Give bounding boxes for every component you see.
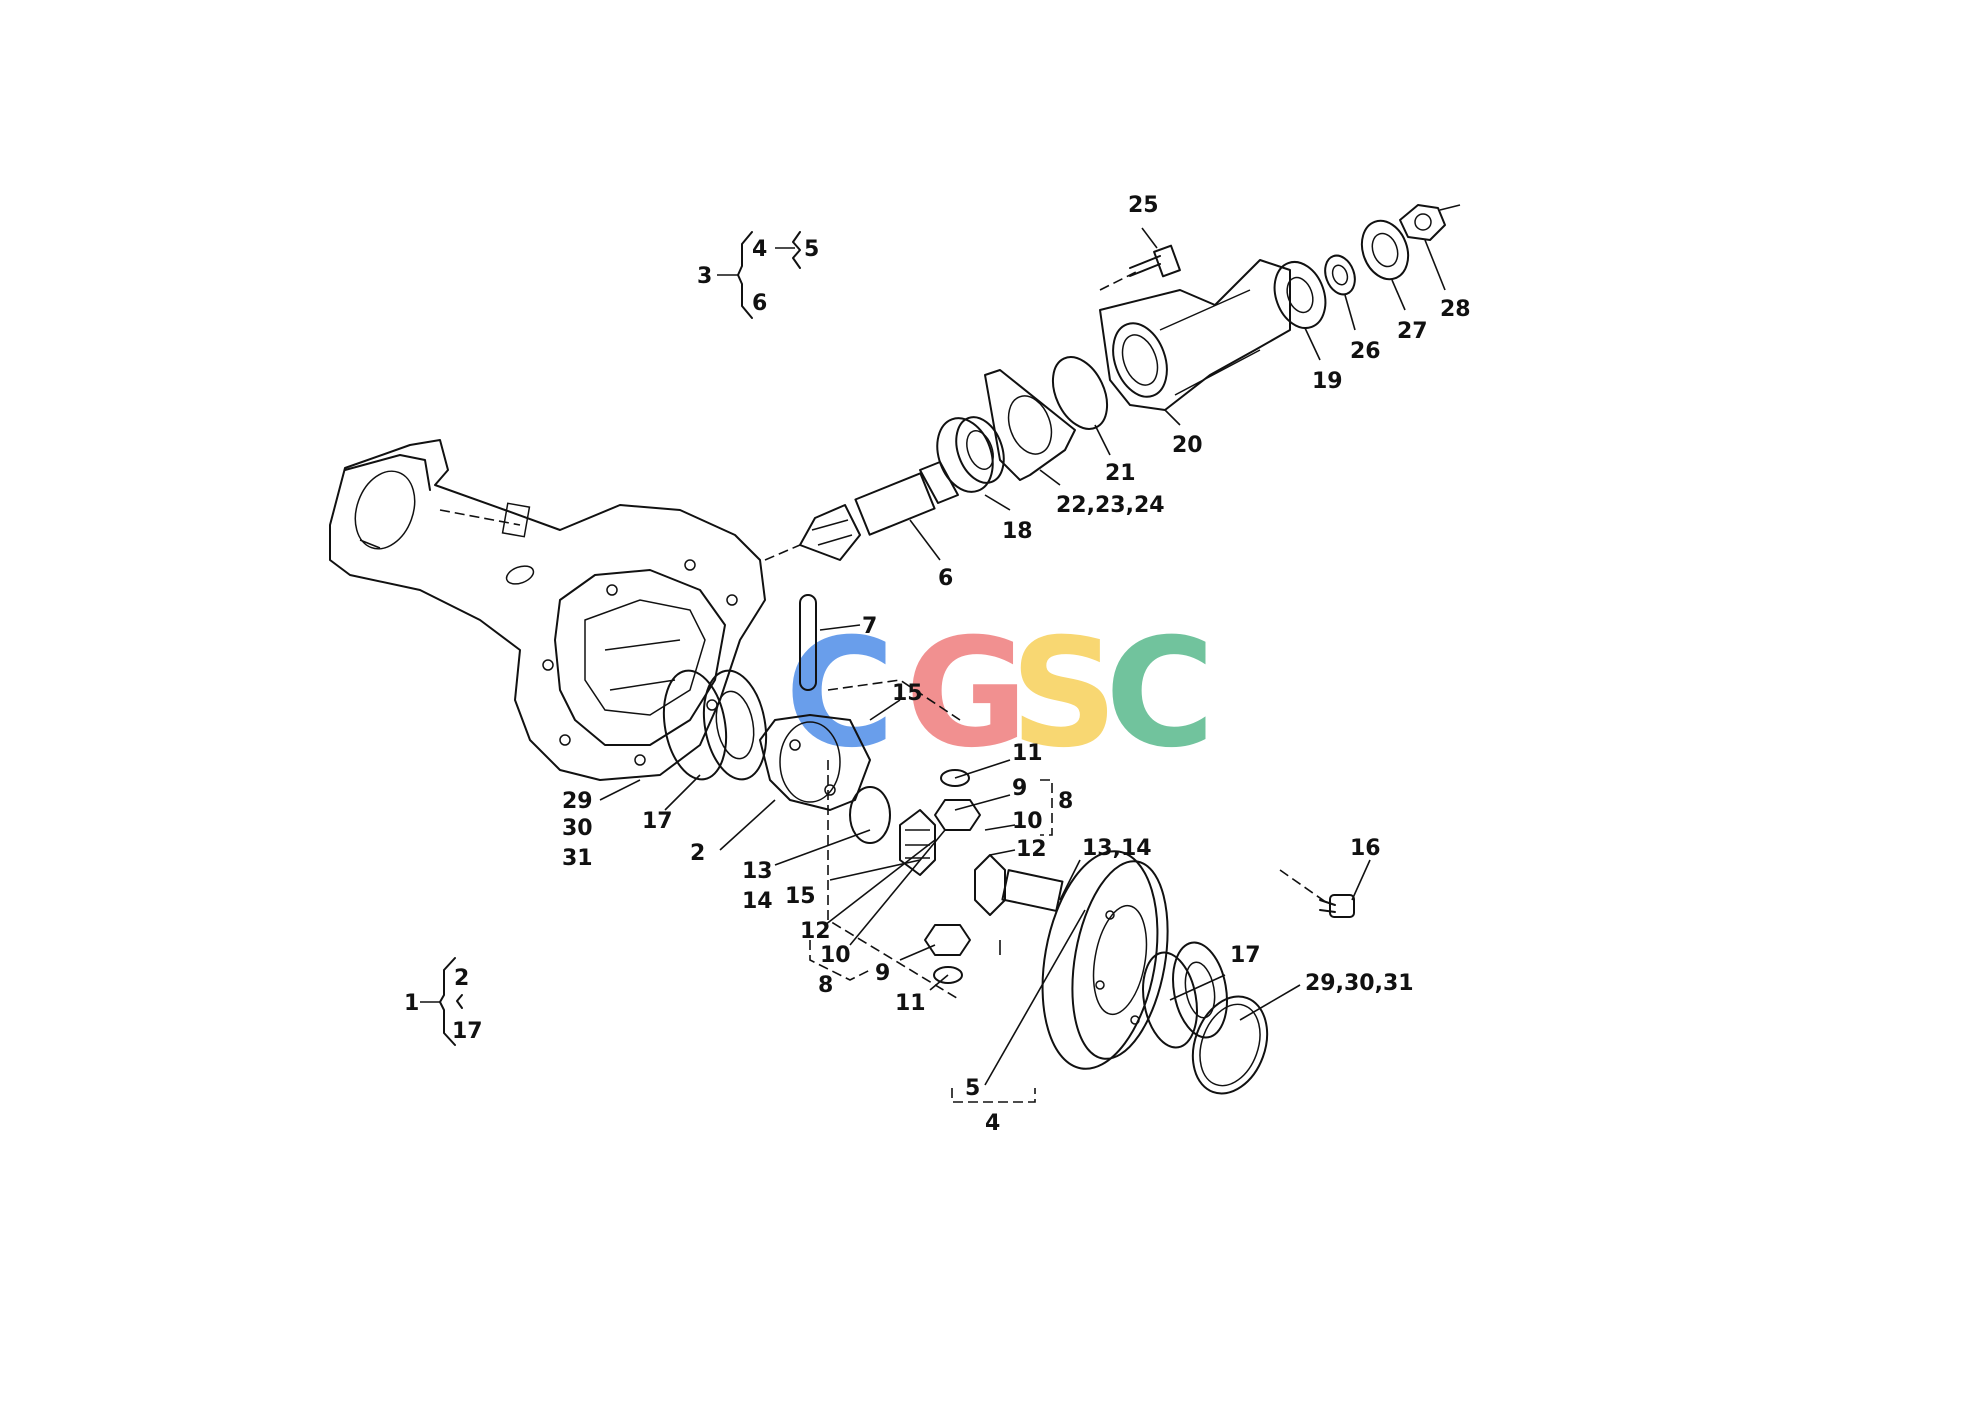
spacer-26-inner xyxy=(1331,264,1349,286)
side-gear-left xyxy=(899,809,936,876)
callout-4-diff: 4 xyxy=(985,1111,1000,1136)
diff-case xyxy=(759,714,871,811)
bearing-housing xyxy=(1099,259,1291,411)
callout-19: 19 xyxy=(1312,369,1343,394)
pinion-shaft xyxy=(799,461,959,561)
callout-6: 6 xyxy=(938,566,953,591)
callout-25: 25 xyxy=(1128,193,1159,218)
pinion-axis-line xyxy=(764,544,801,561)
callout-13-bottom: 13 xyxy=(742,859,773,884)
callout-8-bottom: 8 xyxy=(818,973,833,998)
callout-14-bottom: 14 xyxy=(742,889,773,914)
diff-bearing-right xyxy=(1142,941,1228,1049)
shim-gasket xyxy=(984,369,1076,481)
seal-27 xyxy=(1360,219,1410,281)
callout-17-left: 17 xyxy=(642,809,673,834)
group-brackets xyxy=(809,679,1053,1103)
ring-gear xyxy=(1041,850,1169,1070)
shim-gasket-hole xyxy=(1007,395,1053,455)
callout-9-top: 9 xyxy=(1012,776,1027,801)
housing-bolt-line xyxy=(1099,269,1141,291)
pinion-gear-bottom xyxy=(924,924,971,984)
bolt-25 xyxy=(1129,244,1181,278)
watermark-letter-c1: C xyxy=(785,607,895,781)
watermark-letter-s: S xyxy=(1010,607,1118,781)
callout-11-bottom: 11 xyxy=(895,991,926,1016)
diff-bearing-left xyxy=(662,669,768,781)
callout-labels: 25 28 27 26 19 20 21 22,23,24 18 6 7 15 … xyxy=(562,193,1471,1136)
thrust-washer-13-14 xyxy=(849,786,891,844)
cgsc-watermark: C G S C xyxy=(785,607,1215,781)
nut-28-hole xyxy=(1414,213,1432,231)
spacer-26 xyxy=(1324,254,1356,296)
callout-12-bottom: 12 xyxy=(800,919,831,944)
housing-axis-line xyxy=(439,509,521,526)
callout-9-bottom: 9 xyxy=(875,961,890,986)
callout-12-top: 12 xyxy=(1016,837,1047,862)
bearing-19 xyxy=(1273,261,1327,329)
side-gear-right xyxy=(974,854,1064,916)
seal-27-inner xyxy=(1371,232,1399,268)
legend-bottom-root: 1 xyxy=(404,991,419,1016)
legend-top-sub-b: 6 xyxy=(752,291,767,316)
bolt-16 xyxy=(1319,894,1355,918)
callout-22-23-24: 22,23,24 xyxy=(1056,493,1165,518)
callout-2: 2 xyxy=(690,841,705,866)
watermark-letter-c2: C xyxy=(1105,607,1215,781)
legend-bottom-last: 17 xyxy=(452,1019,483,1044)
callout-30-left: 30 xyxy=(562,816,593,841)
watermark-letter-g: G xyxy=(905,607,1028,781)
callout-29-30-31-right: 29,30,31 xyxy=(1305,971,1414,996)
callout-11-top: 11 xyxy=(1012,741,1043,766)
callout-13-14-top: 13,14 xyxy=(1082,836,1152,861)
callout-10-top: 10 xyxy=(1012,809,1043,834)
callout-31-left: 31 xyxy=(562,846,593,871)
axle-housing xyxy=(329,439,766,781)
callout-16: 16 xyxy=(1350,836,1381,861)
assembly-legend-top: 3 4 5 6 xyxy=(697,231,819,319)
callout-18: 18 xyxy=(1002,519,1033,544)
callout-17-right: 17 xyxy=(1230,943,1261,968)
callout-5: 5 xyxy=(965,1076,980,1101)
leader-lines xyxy=(599,227,1446,1086)
callout-29-left: 29 xyxy=(562,789,593,814)
callout-8-top: 8 xyxy=(1058,789,1073,814)
legend-top-sub-a: 4 xyxy=(752,237,767,262)
shim-ring-right xyxy=(1191,995,1269,1095)
legend-bottom-first: 2 xyxy=(454,966,469,991)
callout-21: 21 xyxy=(1105,461,1136,486)
assembly-legend-bottom: 1 2 17 xyxy=(404,957,483,1046)
shim-ring-right-inner xyxy=(1199,1003,1261,1087)
callout-15-bottom: 15 xyxy=(785,884,816,909)
cross-pin-7 xyxy=(799,594,817,691)
legend-top-root: 3 xyxy=(697,264,712,289)
bolt-16-axis-line xyxy=(1279,869,1331,906)
callout-28: 28 xyxy=(1440,297,1471,322)
callout-20: 20 xyxy=(1172,433,1203,458)
bearing-18 xyxy=(936,416,1005,493)
callout-27: 27 xyxy=(1397,319,1428,344)
nut-axis-line xyxy=(1439,204,1461,211)
bearing-19-inner xyxy=(1286,276,1314,314)
callout-7: 7 xyxy=(862,614,877,639)
callout-26: 26 xyxy=(1350,339,1381,364)
callout-15-top: 15 xyxy=(892,681,923,706)
nut-28 xyxy=(1399,204,1446,241)
legend-top-sub-a-child: 5 xyxy=(804,237,819,262)
callout-10-bottom: 10 xyxy=(820,943,851,968)
